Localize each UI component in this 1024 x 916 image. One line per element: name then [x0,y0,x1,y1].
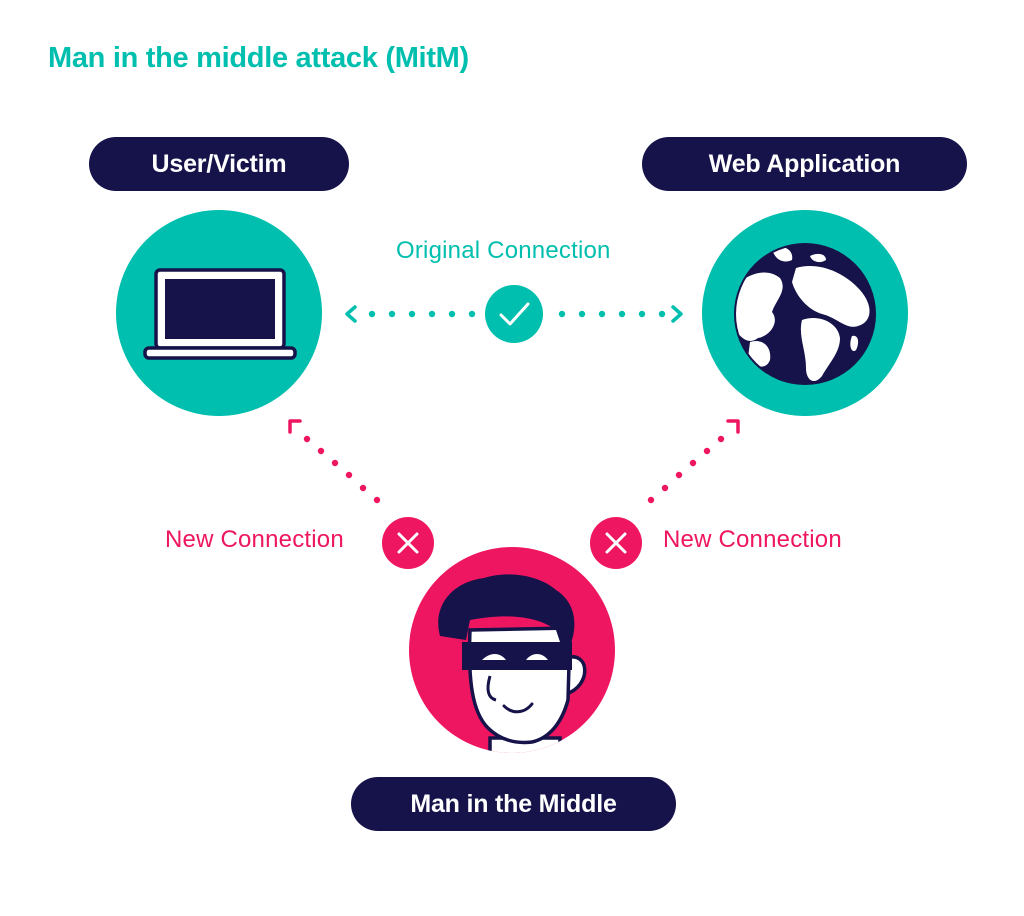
web-node [702,210,908,416]
mitm-node [409,547,615,753]
user-node [116,210,322,416]
x-icon [590,517,642,569]
new-connection-right-label: New Connection [663,526,842,553]
diagram-title: Man in the middle attack (MitM) [48,42,469,74]
original-connection-line [345,285,683,343]
globe-icon [734,243,876,385]
new-connection-left-label: New Connection [165,526,344,553]
laptop-icon [143,268,297,360]
web-application-label: Web Application [642,137,967,191]
new-connection-right-line [590,419,740,569]
user-victim-label: User/Victim [89,137,349,191]
original-connection-label: Original Connection [396,237,611,264]
corner-arrow-right-icon [726,419,740,434]
man-in-the-middle-label: Man in the Middle [351,777,676,831]
new-connection-left-line [288,419,434,569]
chevron-left-icon [345,305,357,323]
chevron-right-icon [671,305,683,323]
dots-right [558,310,666,318]
corner-arrow-left-icon [288,419,302,434]
x-icon [382,517,434,569]
checkmark-icon [485,285,543,343]
dots-left [368,310,476,318]
